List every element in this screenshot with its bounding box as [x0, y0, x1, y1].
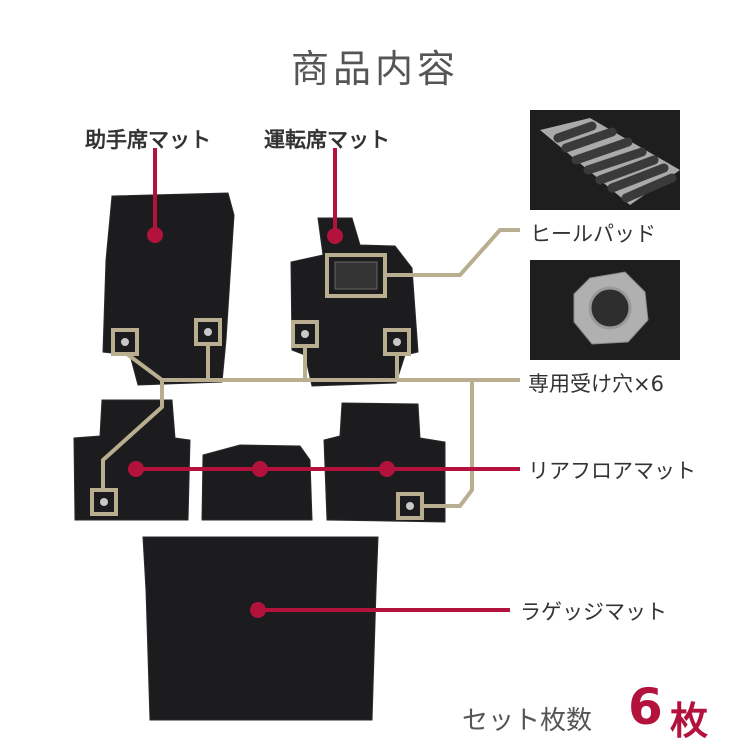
rear-center-mat [201, 444, 313, 521]
label-holes: 専用受け穴×6 [528, 372, 664, 396]
passenger-mat [102, 192, 235, 386]
set-count-unit: 枚 [670, 699, 709, 743]
marker-dot [128, 461, 144, 477]
label-driver-mat: 運転席マット [264, 128, 390, 152]
marker-dot [327, 228, 343, 244]
label-luggage-mat: ラゲッジマット [520, 600, 667, 624]
marker-dot [379, 461, 395, 477]
heel-pad-photo [530, 110, 680, 210]
label-rear-mat: リアフロアマット [528, 459, 696, 483]
set-count-number: 6 [628, 678, 663, 736]
label-heel-pad: ヒールパッド [530, 222, 656, 246]
label-passenger-mat: 助手席マット [85, 128, 211, 152]
marker-dot [252, 461, 268, 477]
page-title: 商品内容 [290, 47, 459, 91]
set-count-label: セット枚数 [462, 706, 593, 736]
marker-dot [147, 227, 163, 243]
luggage-mat [142, 536, 379, 721]
hole-photo [530, 260, 680, 360]
marker-dot [250, 602, 266, 618]
